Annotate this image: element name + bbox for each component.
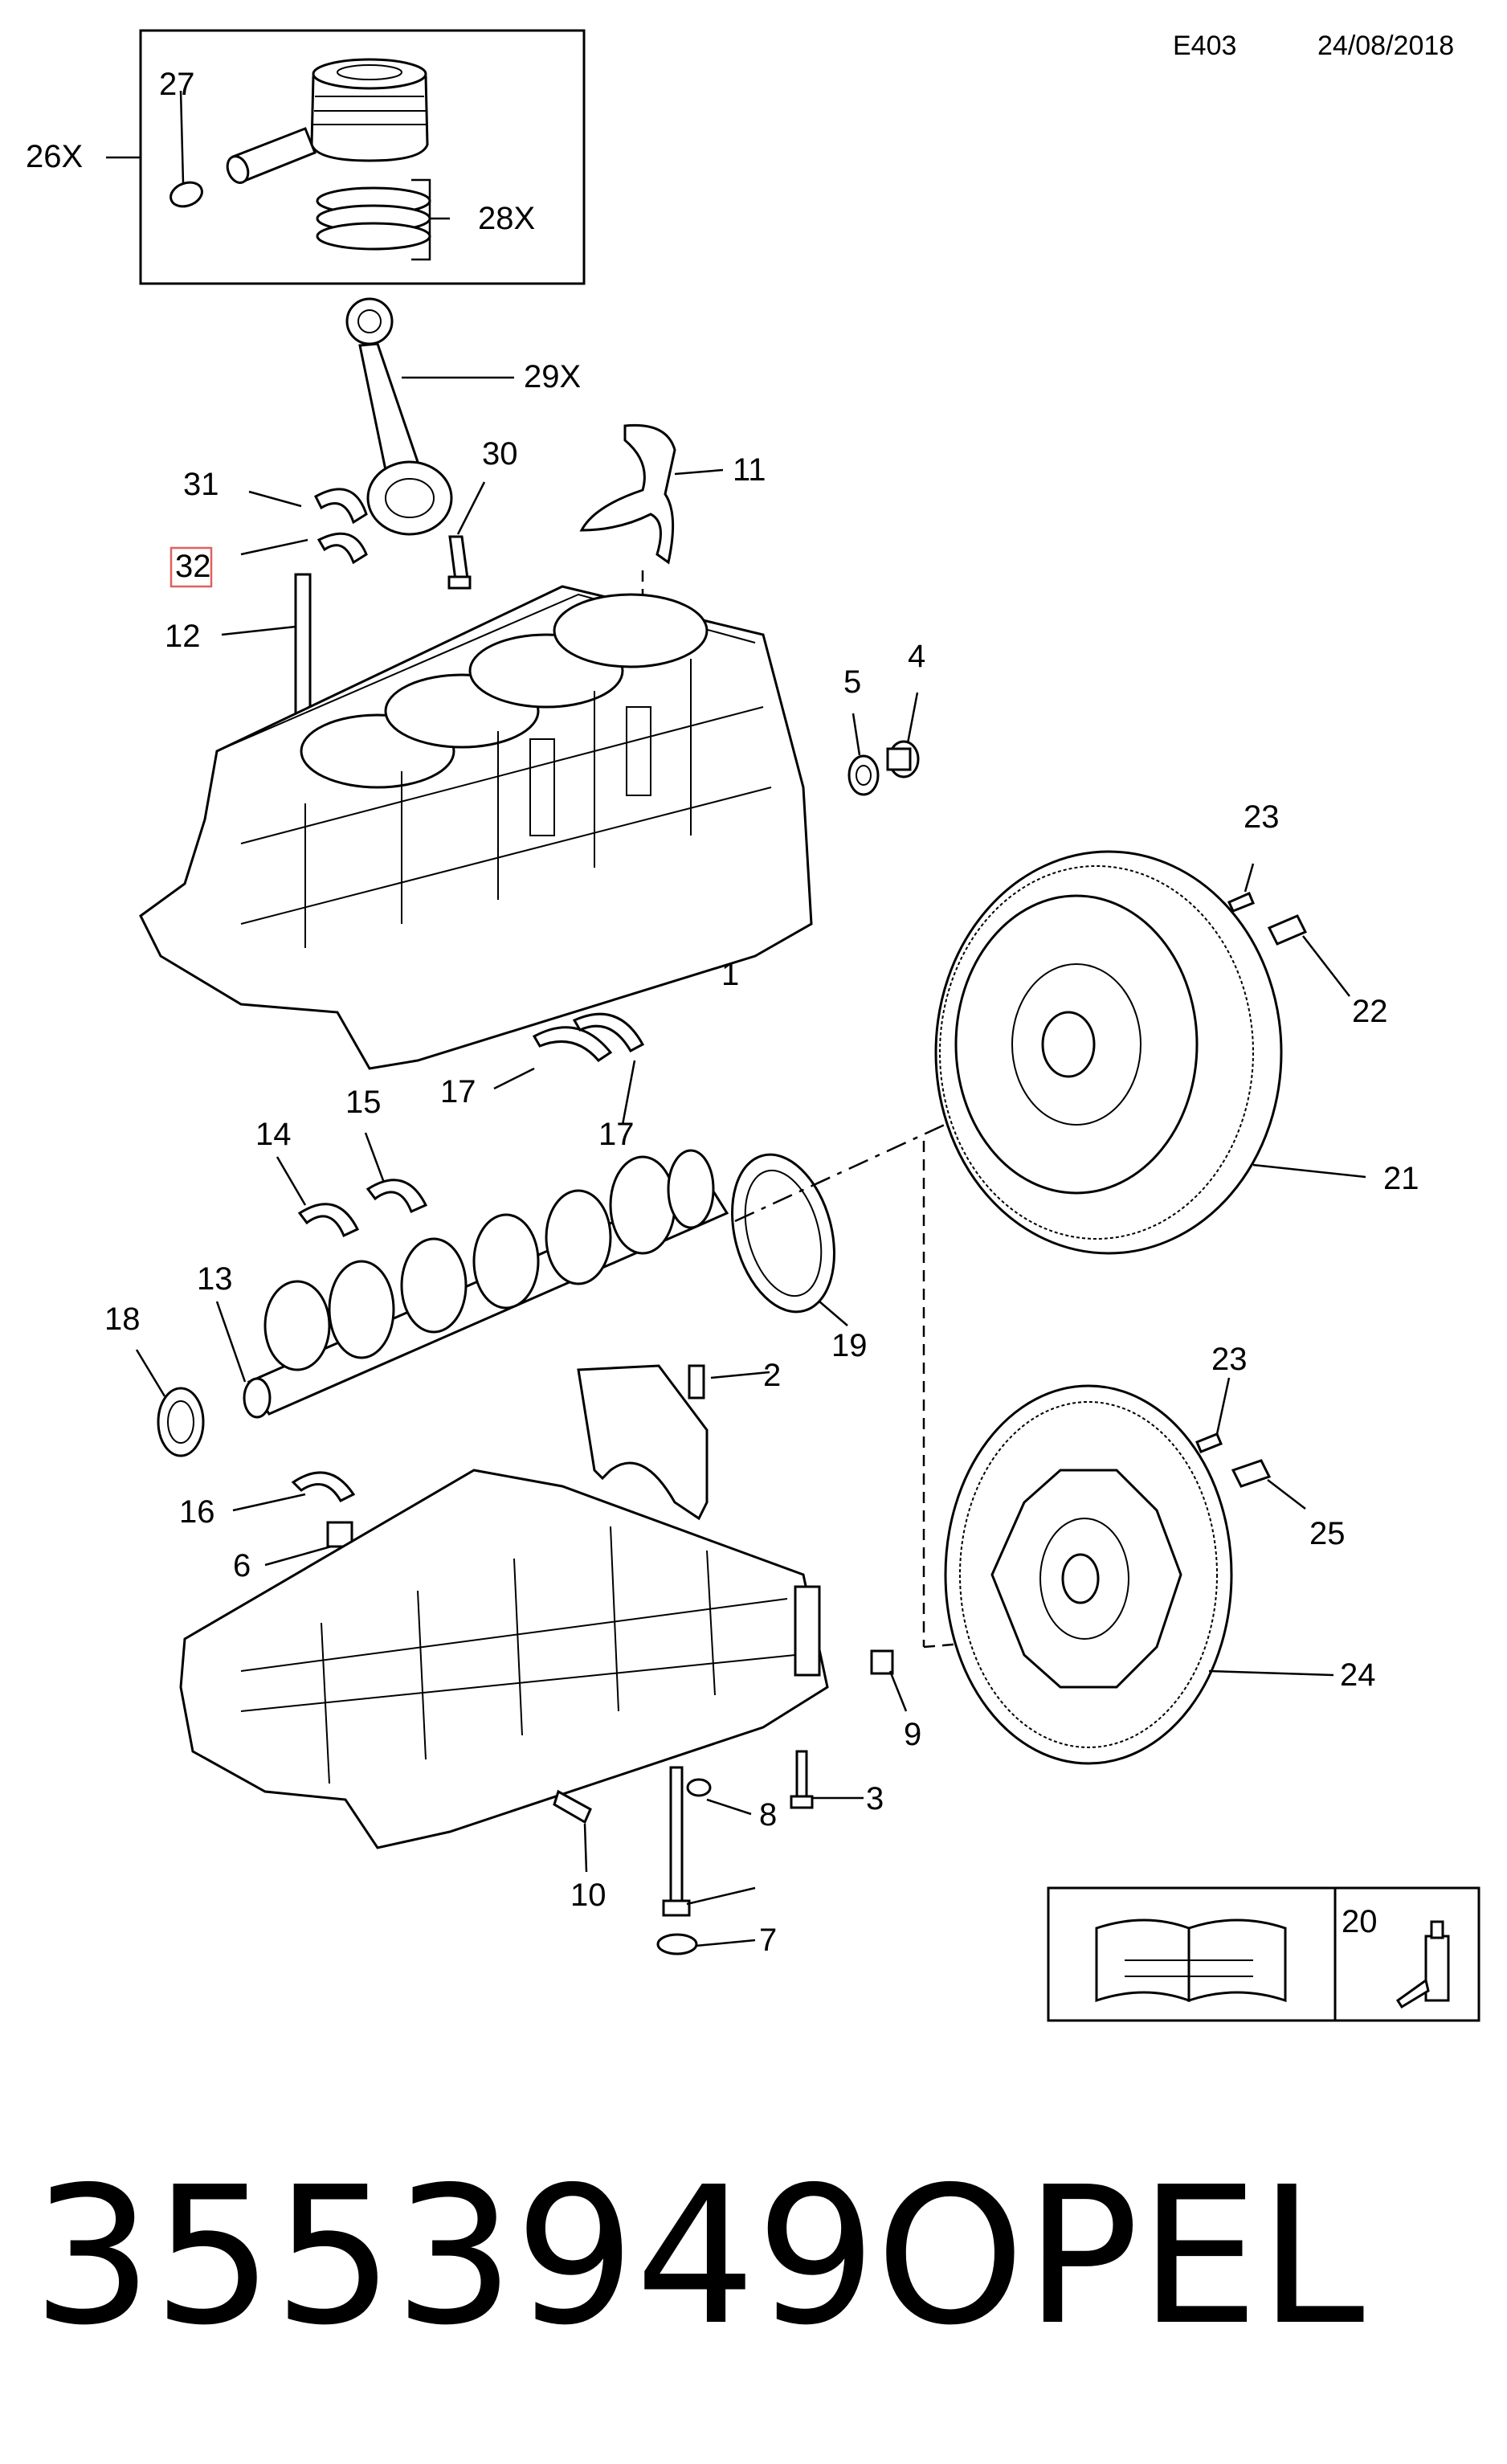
crankshaft [215,1149,729,1419]
label-15: 15 [345,1085,382,1120]
label-10: 10 [570,1878,606,1913]
piston-pin [226,127,317,184]
label-23b: 23 [1211,1342,1248,1377]
flexplate [944,1384,1334,1765]
label-32: 32 [175,549,211,584]
label-30: 30 [482,436,518,472]
label-6: 6 [233,1548,251,1583]
piston [310,58,429,162]
connecting-rod [345,297,514,536]
rod-bolt [447,481,486,590]
dual-mass-flywheel [934,850,1366,1255]
rear-main-seal [731,1153,848,1326]
label-25: 25 [1309,1516,1346,1551]
flexplate-dowel [1195,1377,1231,1453]
label-11: 11 [733,452,766,488]
oil-spray-nozzle [579,423,724,565]
bearing-bolt [790,1750,864,1809]
main-bearing-lower [364,1132,428,1214]
piston-pin-clip [169,181,203,208]
label-1: 1 [721,957,739,992]
label-21: 21 [1383,1161,1419,1196]
label-28x: 28X [478,201,535,236]
label-2: 2 [763,1358,781,1393]
dipstick-tube [221,573,312,721]
label-12: 12 [165,619,201,654]
manual-book-icon [1095,1918,1287,2003]
label-18: 18 [104,1301,141,1337]
rod-bearing-upper [314,488,368,525]
label-9: 9 [904,1717,921,1752]
label-31: 31 [183,467,219,502]
sealant-tube-icon [1395,1920,1450,2009]
label-26x: 26X [26,139,83,174]
stud [553,1789,592,1873]
label-7: 7 [759,1923,777,1958]
piston-kit-box [106,29,586,285]
part-number: 3553949 [32,2146,876,2367]
dowel-pin [870,1649,908,1712]
highlight-box-32 [169,546,213,588]
cap-plug [656,1933,756,1955]
label-23a: 23 [1244,799,1280,835]
label-17b: 17 [598,1117,635,1152]
front-seal [135,1349,205,1457]
label-14: 14 [255,1117,292,1152]
main-bolt [662,1766,756,1917]
diagram-date: 24/08/2018 [1317,31,1454,61]
label-17a: 17 [440,1074,476,1109]
label-4: 4 [908,639,925,674]
brand-name: OPEL [876,2146,1365,2367]
label-27: 27 [159,67,195,102]
main-bearing-upper [276,1156,360,1238]
sealing-washer [847,713,880,796]
piston-rings [316,186,431,251]
flexplate-bolt [1231,1459,1306,1510]
label-29x: 29X [524,359,581,394]
flywheel-dowel-upper [1227,863,1255,913]
reference-box [1047,1886,1480,2022]
thrust-washers-block [493,1012,645,1126]
diagram-code: E403 [1173,31,1236,61]
plug [886,692,920,778]
label-3: 3 [866,1781,884,1816]
label-20: 20 [1342,1904,1378,1939]
label-22: 22 [1352,994,1388,1029]
lower-crankcase [179,1469,829,1849]
main-bearing-shell-16 [232,1471,356,1512]
label-24: 24 [1340,1657,1376,1693]
washer [686,1778,752,1816]
rod-bearing-lower [317,532,368,565]
flywheel-bolt-upper [1267,914,1350,997]
label-5: 5 [843,664,861,700]
label-16: 16 [179,1494,215,1530]
label-13: 13 [197,1261,233,1297]
label-8: 8 [759,1797,777,1833]
cylinder-block [139,585,813,1070]
label-19: 19 [831,1328,868,1363]
main-bearing-cap [577,1364,770,1521]
